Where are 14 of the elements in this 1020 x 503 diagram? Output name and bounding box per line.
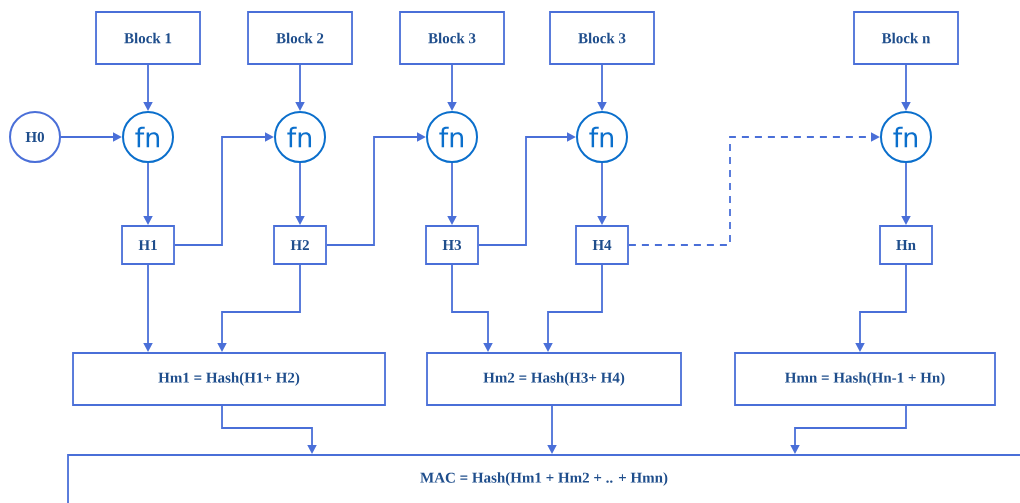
block-box: Block 1 [95, 11, 201, 65]
hash-box: H2 [273, 225, 327, 265]
hash-box: H4 [575, 225, 629, 265]
hash-box: Hm2 = Hash(H3+ H4) [426, 352, 682, 406]
hash-box: Hn [879, 225, 933, 265]
block-box: Block 2 [247, 11, 353, 65]
hash-box: H1 [121, 225, 175, 265]
block-box: Block 3 [549, 11, 655, 65]
hash-box: H3 [425, 225, 479, 265]
hash-box: Hmn = Hash(Hn-1 + Hn) [734, 352, 996, 406]
hash-box: Hm1 = Hash(H1+ H2) [72, 352, 386, 406]
block-box: Block n [853, 11, 959, 65]
block-box: Block 3 [399, 11, 505, 65]
mac-box: MAC = Hash(Hm1 + Hm2 + .. + Hmn) [67, 454, 1020, 503]
